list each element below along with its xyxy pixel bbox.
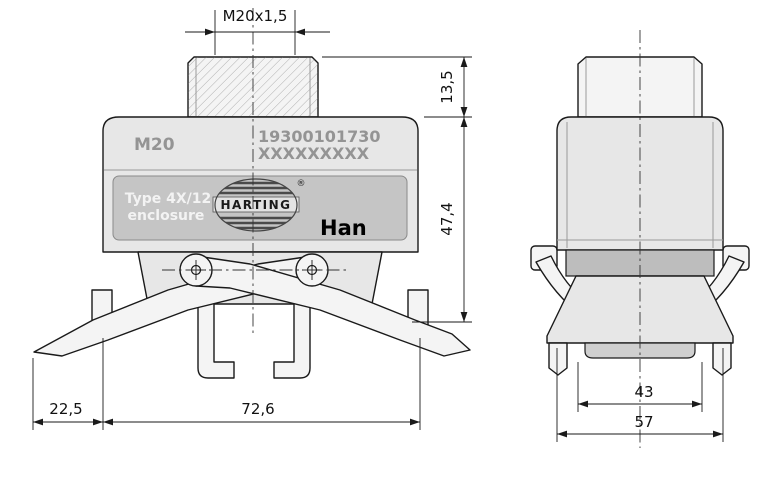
arrowhead (205, 28, 215, 36)
lever-right (195, 255, 471, 357)
arrowhead (460, 117, 468, 127)
brand-wordmark: HARTING (220, 198, 291, 212)
dimension-bottom-side: 43 57 (556, 348, 724, 442)
dim-height-text: 47,4 (438, 202, 456, 235)
dim-thread-height-text: 13,5 (438, 70, 456, 103)
dimension-right-front: 13,5 47,4 (322, 56, 472, 323)
dim-outer-width-text: 57 (634, 413, 653, 431)
arrowhead (33, 418, 43, 426)
skirt (546, 275, 734, 344)
latch-hook-left (197, 295, 235, 379)
side-view: 43 57 (530, 30, 750, 448)
arrowhead (557, 430, 567, 438)
arrowhead (713, 430, 723, 438)
arrowhead (103, 418, 113, 426)
bottom-plate (584, 342, 696, 359)
marking-part-number: 19300101730 (258, 127, 380, 146)
marking-type-line1: Type 4X/12 (125, 191, 212, 207)
logo-band (212, 196, 300, 213)
arrowhead (692, 400, 702, 408)
arrowhead (460, 57, 468, 67)
marking-series-han: Han (320, 216, 367, 240)
marking-type-line2: enclosure (128, 208, 205, 224)
foot-right (712, 342, 732, 376)
dim-overhang-text: 22,5 (49, 400, 82, 418)
dim-inner-width-text: 43 (634, 383, 653, 401)
thread-callout-text: M20x1,5 (223, 7, 288, 25)
foot-left (548, 342, 568, 376)
front-view: M20 19300101730 XXXXXXXXX Type 4X/12 enc… (32, 7, 472, 430)
latch-hook-right (273, 295, 311, 379)
arrowhead (460, 107, 468, 117)
registered-mark: ® (297, 179, 306, 189)
hood-body-front: M20 19300101730 XXXXXXXXX Type 4X/12 enc… (102, 116, 419, 253)
dim-width-text: 72,6 (241, 400, 274, 418)
dimension-bottom-front: 22,5 72,6 (32, 338, 421, 430)
arrowhead (460, 312, 468, 322)
arrowhead (295, 28, 305, 36)
marking-m20: M20 (134, 135, 175, 155)
locking-levers (33, 253, 471, 357)
marking-serial: XXXXXXXXX (258, 144, 370, 163)
arrowhead (93, 418, 103, 426)
arrowhead (410, 418, 420, 426)
dimension-thread-callout: M20x1,5 (185, 7, 330, 55)
arrowhead (578, 400, 588, 408)
logo-ellipse (214, 178, 298, 232)
